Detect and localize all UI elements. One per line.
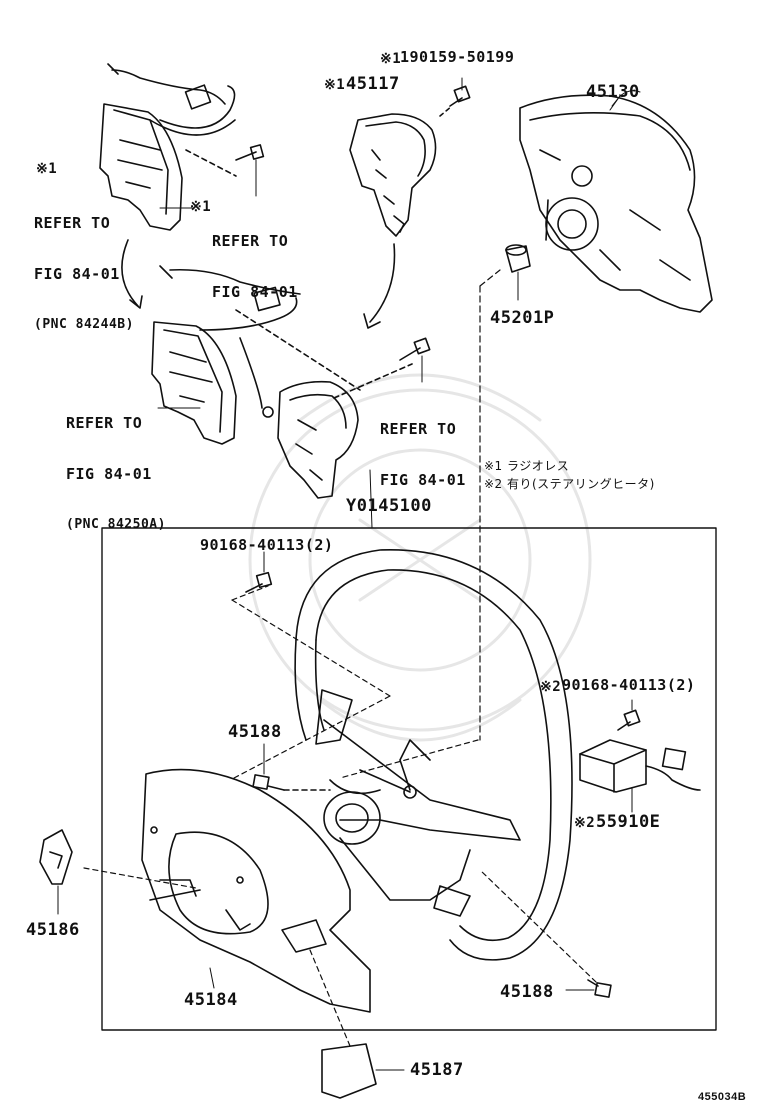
part-45201p-label: 45201P [490,308,555,328]
part-45130-label: 45130 [586,82,640,102]
ref-top-left: REFER TO FIG 84-01 (PNC 84244B) [34,180,134,350]
watermark [248,373,592,742]
ref-top-left-line3: (PNC 84244B) [34,317,134,332]
marker-190159: ※1 [380,51,402,67]
switch-cover-middle [262,380,359,499]
collar-45201p [505,244,531,301]
marker-90168-right: ※2 [540,679,562,695]
cover-45187 [321,1043,405,1099]
note-1: ※1 ラジオレス [484,459,570,473]
part-190159-label: 190159-50199 [400,48,515,66]
ref-top-mid-line1: REFER TO [212,231,289,250]
screw-45188-top [252,743,331,791]
ref-top-mid-line2: FIG 84-01 [212,283,298,302]
ref-mid-right: REFER TO FIG 84-01 [380,386,466,507]
heater-ecu-55910e [579,739,701,813]
part-90168-top-label: 90168-40113(2) [200,536,334,554]
screw-90168-right [617,699,641,731]
assembly-frame [101,527,717,1031]
part-45184-label: 45184 [184,990,238,1010]
note-2: ※2 有り(ステアリングヒータ) [484,477,655,491]
part-55910e-label: 55910E [596,812,661,832]
part-45186-label: 45186 [26,920,80,940]
ref-mid-left-line3: (PNC 84250A) [66,517,166,532]
screw-middle-right [399,337,431,383]
marker-45117: ※1 [324,77,346,93]
screw-upper-left [235,144,265,197]
ref-mid-right-line1: REFER TO [380,419,457,438]
ref-mid-right-line2: FIG 84-01 [380,471,466,490]
airbag-45130 [519,90,713,313]
screw-90168-top [245,551,273,593]
steering-switch-upper-left [99,63,236,231]
rear-cover-45184 [141,768,371,1013]
marker-ref-top-mid: ※1 [190,199,212,215]
ref-top-mid: REFER TO FIG 84-01 [212,198,298,319]
steering-wheel [294,549,573,961]
part-45117-label: 45117 [346,74,400,94]
ref-top-left-line1: REFER TO [34,213,111,232]
marker-55910e: ※2 [574,815,596,831]
assembly-arrows [121,239,396,329]
screw-190159 [439,77,471,117]
part-45187-label: 45187 [410,1060,464,1080]
ref-mid-left-line2: FIG 84-01 [66,465,152,484]
part-90168-right-label: 90168-40113(2) [562,676,696,694]
ref-mid-left: REFER TO FIG 84-01 (PNC 84250A) [66,380,166,550]
ref-top-left-line2: FIG 84-01 [34,265,120,284]
cover-45186 [39,829,73,915]
ref-mid-left-line1: REFER TO [66,413,143,432]
cover-45117 [349,113,437,237]
screw-45188-bottom [479,869,612,998]
diagram-code: 455034B [698,1091,747,1103]
part-45188-bottom-label: 45188 [500,982,554,1002]
steering-switch-lower-left [151,265,301,445]
marker-ref-top-left: ※1 [36,161,58,177]
part-45188-top-label: 45188 [228,722,282,742]
part-y0145100-label: Y0145100 [346,496,432,516]
